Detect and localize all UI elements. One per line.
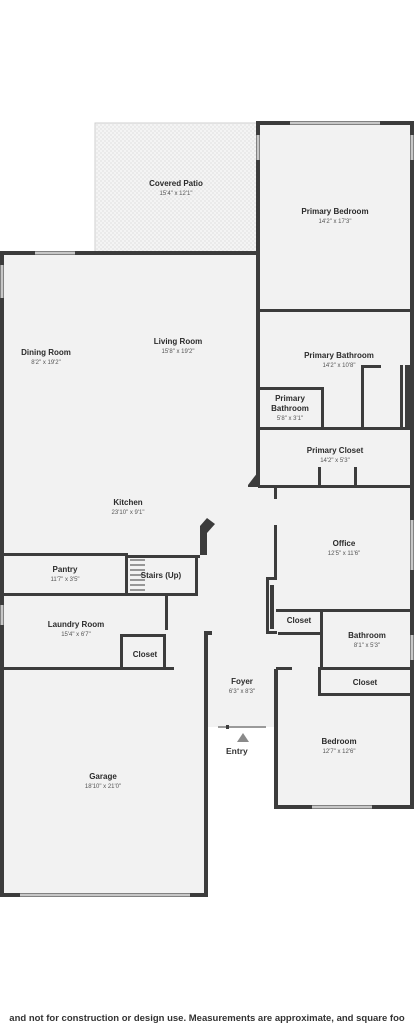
dining-room-label: Dining Room xyxy=(21,348,71,357)
lower-left-area xyxy=(2,555,208,669)
entry-arrow-icon xyxy=(237,733,249,742)
doors xyxy=(218,725,266,729)
bathroom-label: Bathroom xyxy=(348,631,386,640)
hall-area xyxy=(200,487,278,727)
primary-bedroom-dims: 14'2" x 17'3" xyxy=(319,219,352,225)
laundry-room-dims: 15'4" x 6'7" xyxy=(61,632,91,638)
primary-bath-area xyxy=(258,311,412,487)
garage-dims: 18'10" x 21'0" xyxy=(85,784,121,790)
bedroom-label: Bedroom xyxy=(321,737,356,746)
living-room-label: Living Room xyxy=(154,337,202,346)
covered-patio-area xyxy=(94,122,259,254)
bedroom-closet-label: Closet xyxy=(353,678,378,687)
primary-bathroom-label: Primary Bathroom xyxy=(304,351,374,360)
stairs-label: Stairs (Up) xyxy=(141,571,182,580)
primary-bathroom-small-label-1: Primary xyxy=(275,394,305,403)
stairs-treads xyxy=(130,559,145,591)
garage-area xyxy=(2,669,208,895)
primary-bedroom-area xyxy=(258,123,412,311)
windows xyxy=(0,121,414,897)
east-wing-area xyxy=(276,611,412,807)
kitchen-dims: 23'10" x 9'1" xyxy=(112,510,145,516)
laundry-room-label: Laundry Room xyxy=(48,620,104,629)
garage-label: Garage xyxy=(89,772,117,781)
primary-bathroom-dims: 14'2" x 10'8" xyxy=(323,363,356,369)
primary-closet-dims: 14'2" x 5'3" xyxy=(320,458,350,464)
office-label: Office xyxy=(333,539,356,548)
office-dims: 12'5" x 11'6" xyxy=(328,551,360,557)
pantry-label: Pantry xyxy=(53,565,78,574)
entry-label: Entry xyxy=(226,746,248,756)
interior-walls xyxy=(2,253,412,696)
dining-room-dims: 8'2" x 19'2" xyxy=(31,360,61,366)
primary-bathroom-small-label-2: Bathroom xyxy=(271,404,309,413)
laundry-closet-label: Closet xyxy=(133,650,158,659)
primary-bedroom-label: Primary Bedroom xyxy=(301,207,368,216)
hall-closet-label: Closet xyxy=(287,616,312,625)
foyer-dims: 6'3" x 8'3" xyxy=(229,689,255,695)
disclaimer-text: and not for construction or design use. … xyxy=(9,1013,405,1024)
pantry-dims: 11'7" x 3'5" xyxy=(50,577,79,583)
foyer-label: Foyer xyxy=(231,677,253,686)
bathroom-dims: 8'1" x 5'3" xyxy=(354,643,380,649)
primary-bathroom-small-dims: 5'8" x 3'1" xyxy=(277,416,303,422)
covered-patio-label: Covered Patio xyxy=(149,179,203,188)
bedroom-dims: 12'7" x 12'6" xyxy=(323,749,356,755)
office-area xyxy=(276,487,412,611)
covered-patio-dims: 15'4" x 12'1" xyxy=(160,191,193,197)
kitchen-label: Kitchen xyxy=(113,498,142,507)
primary-closet-label: Primary Closet xyxy=(307,446,364,455)
living-room-dims: 15'8" x 19'2" xyxy=(162,349,195,355)
